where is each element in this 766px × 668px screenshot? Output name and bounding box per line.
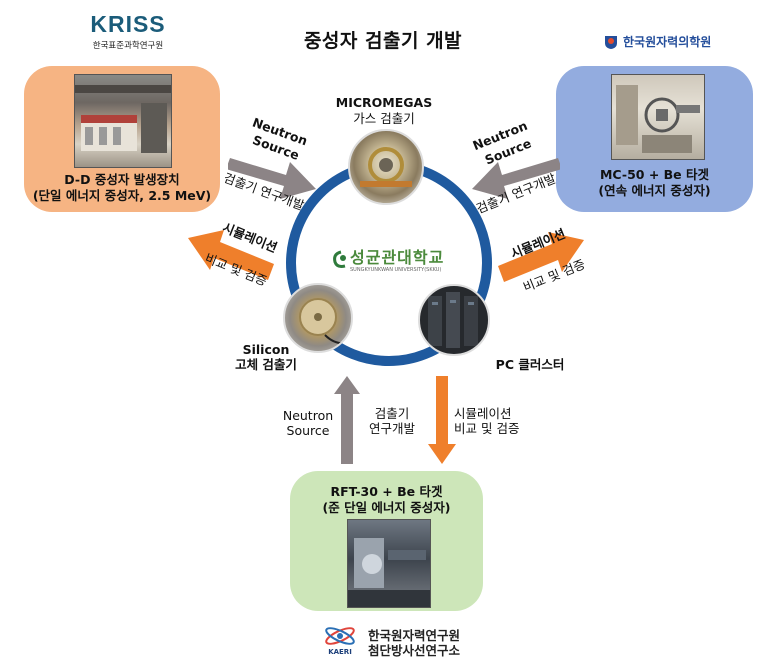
micromegas-photo	[348, 129, 424, 205]
rft30-photo	[347, 519, 431, 608]
micromegas-label-2: 가스 검출기	[353, 111, 415, 126]
pc-cluster-photo	[418, 284, 490, 356]
kaeri-logo-mark: KAERI	[328, 648, 352, 656]
dev-bottom-2: 연구개발	[368, 421, 415, 436]
verify-bottom-label: 비교 및 검증	[454, 421, 520, 436]
rft30-label-1: RFT-30 + Be 타겟	[330, 484, 443, 499]
neutron-source-bottom-1: Neutron	[282, 408, 334, 423]
neutron-source-bottom-2: Source	[286, 423, 330, 438]
dd-generator-label-1: D-D 중성자 발생장치	[64, 172, 180, 187]
kirams-emblem-icon	[605, 36, 617, 49]
dd-generator-photo	[74, 74, 172, 168]
neutron-arrow-right	[472, 158, 560, 199]
mc50-photo	[611, 74, 705, 160]
dd-generator-image	[75, 85, 171, 153]
silicon-label-1: Silicon	[242, 342, 290, 357]
dev-bottom-1: 검출기	[374, 406, 410, 421]
kaeri-logo: KAERI 한국원자력연구원 첨단방사선연구소	[318, 624, 488, 660]
page-title: 중성자 검출기 개발	[303, 30, 463, 52]
mc50-label-1: MC-50 + Be 타겟	[599, 167, 710, 182]
mc50-label-2: (연속 에너지 중성자)	[598, 183, 711, 198]
skku-logo: 성균관대학교 SUNGKYUNKWAN UNIVERSITY(SKKU)	[331, 248, 451, 274]
pc-cluster-label: PC 클러스터	[495, 357, 565, 372]
kaeri-logo-line1: 한국원자력연구원	[368, 628, 461, 643]
silicon-detector-photo	[283, 283, 353, 353]
kaeri-logo-line2: 첨단방사선연구소	[368, 643, 461, 658]
kriss-logo: KRISS 한국표준과학연구원	[82, 12, 174, 56]
simulation-arrow-bottom	[428, 376, 456, 464]
skku-logo-sub: SUNGKYUNKWAN UNIVERSITY(SKKU)	[350, 267, 442, 273]
silicon-label-2: 고체 검출기	[235, 357, 297, 372]
kirams-logo: 한국원자력의학원	[603, 34, 743, 52]
pc-cluster-image	[428, 292, 478, 348]
simulation-bottom-label: 시뮬레이션	[454, 406, 512, 421]
micromegas-image	[360, 147, 412, 187]
dd-generator-label-2: (단일 에너지 중성자, 2.5 MeV)	[32, 188, 212, 203]
skku-logo-name: 성균관대학교	[350, 248, 445, 267]
neutron-arrow-left	[228, 158, 316, 199]
rft30-image	[348, 538, 430, 607]
neutron-arrow-bottom	[334, 376, 360, 464]
kriss-logo-name: 한국표준과학연구원	[92, 41, 164, 51]
mc50-image	[616, 85, 700, 153]
kaeri-emblem-icon	[325, 627, 355, 645]
rft30-label-2: (준 단일 에너지 중성자)	[322, 500, 451, 515]
kriss-logo-mark: KRISS	[90, 11, 166, 37]
micromegas-label-1: MICROMEGAS	[335, 95, 433, 110]
simulation-arrow-right	[498, 232, 584, 282]
simulation-arrow-left	[188, 230, 274, 280]
skku-emblem-icon	[333, 250, 346, 268]
kirams-logo-name: 한국원자력의학원	[623, 35, 712, 49]
